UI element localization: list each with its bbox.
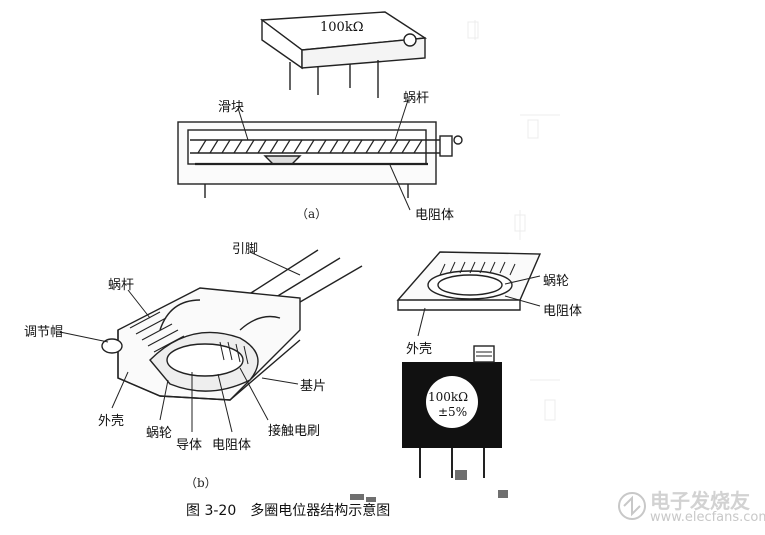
label-slider: 滑块: [218, 100, 245, 115]
label-worm-a: 蜗杆: [403, 91, 430, 106]
potentiometer-a-side-view: [177, 99, 463, 211]
label-resistor-body-b: 电阻体: [212, 438, 252, 453]
subfigure-tag-a: （a）: [296, 207, 328, 221]
resistor-value-a: 100kΩ: [320, 20, 364, 35]
potentiometer-c-module: [396, 251, 542, 337]
watermark-url: www.elecfans.com: [650, 510, 765, 525]
potentiometer-b-cutaway: [59, 249, 363, 433]
scan-smudges: [350, 470, 508, 502]
label-worm-wheel-b: 蜗轮: [146, 426, 173, 441]
label-pin: 引脚: [232, 242, 259, 257]
label-resistor-body-a: 电阻体: [415, 208, 455, 223]
label-contact-brush: 接触电刷: [268, 424, 321, 439]
label-shell-b: 外壳: [98, 414, 125, 429]
watermark-brand: 电子发烧友: [650, 489, 750, 513]
watermark-logo: [618, 492, 646, 520]
label-substrate: 基片: [300, 379, 327, 394]
label-resistor-body-c: 电阻体: [543, 304, 583, 319]
potentiometer-a-top-block: [260, 11, 428, 98]
subfigure-tag-b: （b）: [185, 476, 217, 490]
background-ghost-marks: [467, 20, 560, 421]
label-conductor: 导体: [176, 438, 203, 453]
label-adjust-cap: 调节帽: [24, 325, 64, 340]
figure-caption: 图 3-20 多圈电位器结构示意图: [186, 503, 391, 519]
label-worm-wheel-c: 蜗轮: [543, 274, 570, 289]
label-shell-c: 外壳: [406, 342, 433, 357]
potentiometer-c-package: [402, 345, 502, 478]
label-worm-b: 蜗杆: [108, 278, 135, 293]
package-value-line2: ±5%: [438, 405, 468, 419]
package-value-line1: 100kΩ: [428, 390, 469, 404]
